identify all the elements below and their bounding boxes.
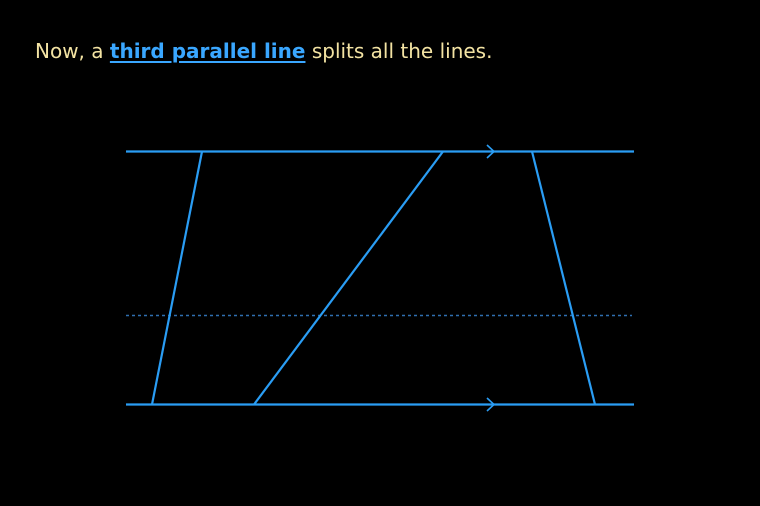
bottom-parallel-marker-icon <box>486 397 496 412</box>
middle-transversal <box>253 150 444 406</box>
top-parallel-marker-icon <box>486 144 496 159</box>
caption-text: Now, a third parallel line splits all th… <box>35 37 492 65</box>
left-transversal <box>150 151 204 405</box>
right-transversal <box>530 151 597 405</box>
caption-prefix: Now, a <box>35 39 110 63</box>
caption-suffix: splits all the lines. <box>305 39 493 63</box>
third-parallel-line-link[interactable]: third parallel line <box>109 39 306 63</box>
